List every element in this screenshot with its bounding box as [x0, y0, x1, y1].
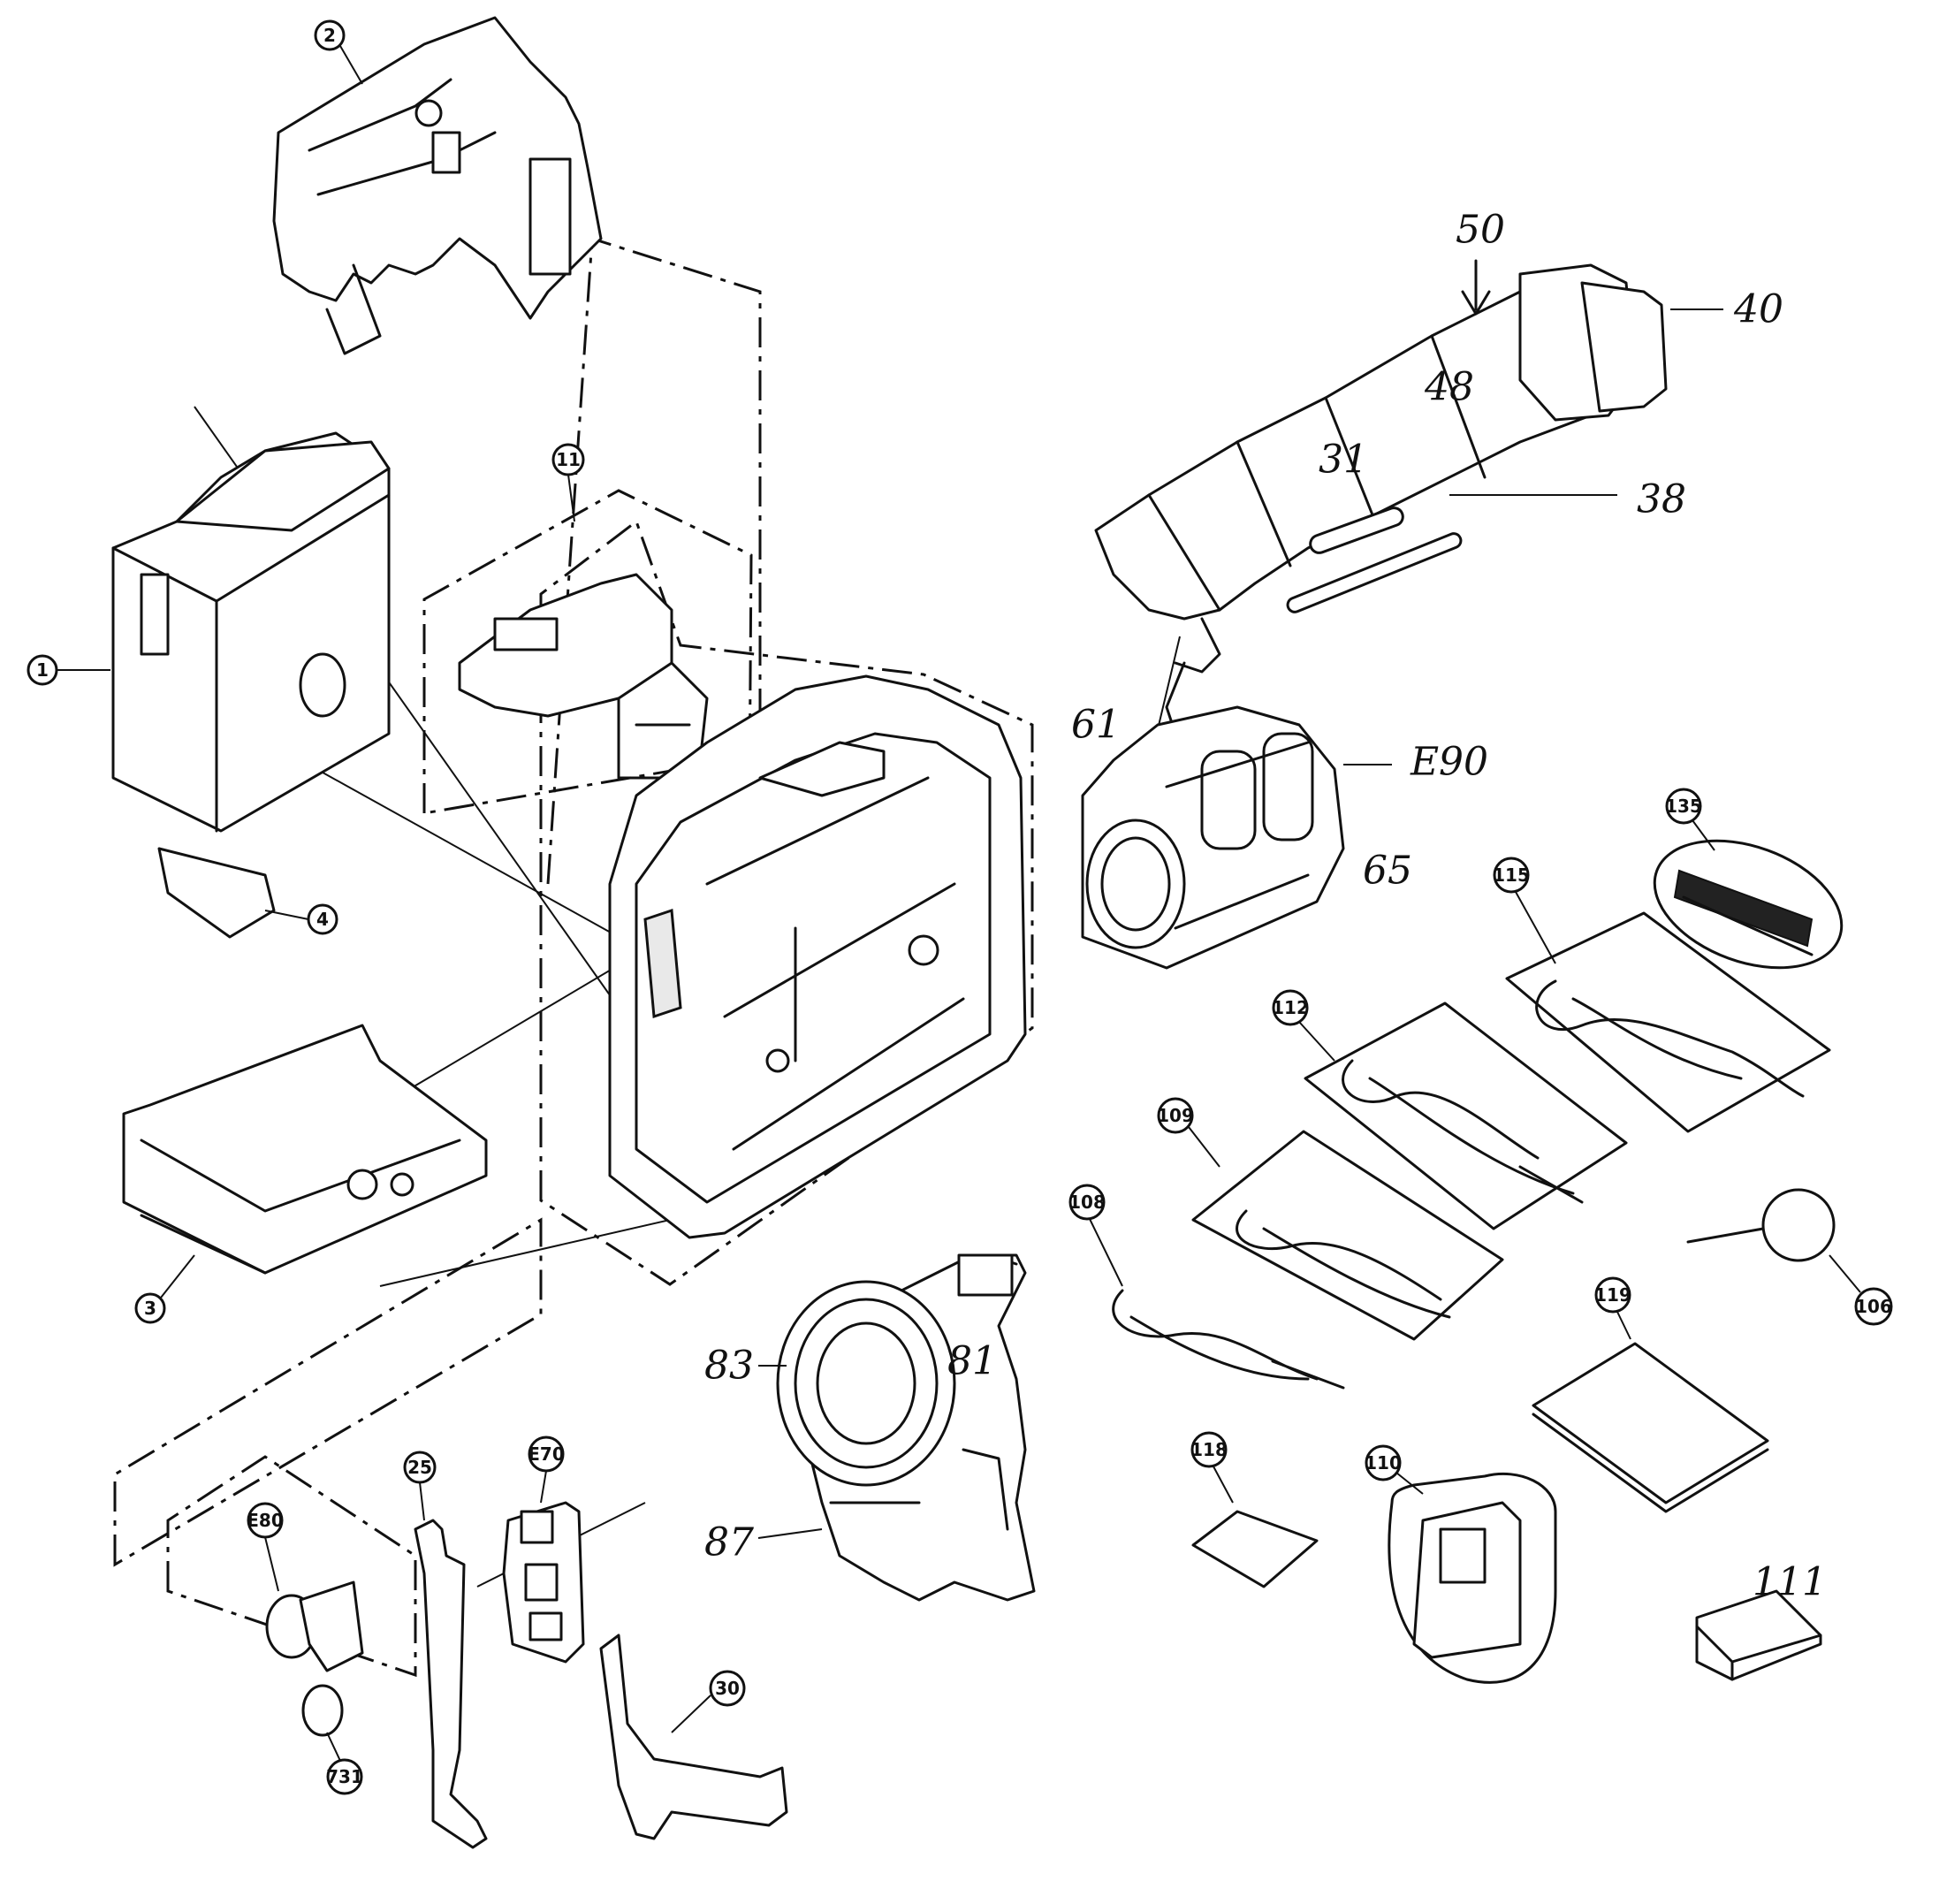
lens-barrel-housing	[776, 1253, 1036, 1602]
callout-106: 106	[1829, 1254, 1893, 1326]
callout-E80-label: E80	[247, 1510, 284, 1531]
callout-E80: E80	[247, 1502, 284, 1592]
part-E80-outline	[166, 1455, 417, 1678]
callout-109-label: 109	[1157, 1105, 1194, 1126]
callout-2-label: 2	[323, 25, 336, 46]
part-25-bracket	[414, 1519, 488, 1849]
part-119-manual	[1532, 1342, 1769, 1513]
callout-38: 38	[1449, 477, 1686, 522]
part-108-usb-cable	[1112, 1289, 1345, 1390]
callout-3: 3	[134, 1254, 195, 1324]
callout-108-label: 108	[1068, 1192, 1106, 1213]
guide-line-6	[1157, 636, 1181, 730]
lens-block	[1081, 705, 1345, 970]
callout-4: 4	[264, 903, 338, 935]
callout-30-label: 30	[715, 1678, 740, 1699]
callout-81-label: 81	[947, 1339, 997, 1384]
main-body-frame	[608, 674, 1027, 1239]
callout-112: 112	[1272, 989, 1335, 1062]
part-118-card	[1191, 1510, 1319, 1588]
callout-25: 25	[403, 1451, 437, 1521]
callout-83-label: 83	[704, 1344, 754, 1389]
callout-106-label: 106	[1855, 1296, 1892, 1317]
part-110-charger	[1388, 1472, 1557, 1684]
callout-108: 108	[1068, 1184, 1123, 1287]
callout-118-label: 118	[1190, 1439, 1228, 1460]
callout-31-label: 31	[1319, 438, 1368, 483]
part-109-power-cable	[1191, 1130, 1504, 1341]
callout-87: 87	[704, 1520, 823, 1565]
callout-E70-label: E70	[528, 1443, 565, 1465]
callout-50: 50	[1456, 208, 1505, 316]
callout-110: 110	[1365, 1444, 1424, 1495]
callout-40-label: 40	[1733, 287, 1783, 332]
callout-E90: E90	[1343, 740, 1488, 785]
callout-135: 135	[1665, 788, 1715, 851]
bottom-pcb-assembly-outline	[113, 1217, 543, 1567]
part-115-cable	[1505, 911, 1831, 1133]
top-cover-guide-line	[546, 236, 762, 885]
callout-4-label: 4	[316, 909, 329, 930]
callout-110-label: 110	[1365, 1452, 1402, 1474]
part-E70-board	[502, 1501, 585, 1664]
callout-119: 119	[1594, 1276, 1631, 1340]
callout-48-label: 48	[1424, 365, 1474, 410]
callout-11: 11	[551, 443, 585, 522]
callout-11-label: 11	[556, 449, 581, 470]
callout-112-label: 112	[1272, 997, 1309, 1018]
guide-line-3	[397, 954, 637, 1097]
callout-119-label: 119	[1594, 1284, 1631, 1306]
callout-1: 1	[27, 654, 110, 686]
callout-61-label: 61	[1071, 703, 1121, 748]
callout-87-label: 87	[704, 1520, 754, 1565]
callout-2: 2	[314, 19, 363, 85]
callout-115: 115	[1493, 857, 1556, 964]
callout-3-label: 3	[144, 1298, 156, 1319]
callout-E70: E70	[528, 1436, 565, 1504]
main-assembly-outline	[539, 519, 1034, 1286]
callout-25-label: 25	[407, 1457, 432, 1478]
part-1-side-case	[111, 431, 391, 939]
callout-38-label: 38	[1637, 477, 1686, 522]
callout-40: 40	[1670, 287, 1783, 332]
callout-111-label: 111	[1753, 1560, 1827, 1605]
callout-50-label: 50	[1456, 208, 1505, 253]
callout-65-label: 65	[1363, 849, 1412, 894]
guide-line-4	[379, 1215, 690, 1287]
callout-115-label: 115	[1493, 864, 1530, 886]
callout-118: 118	[1190, 1431, 1234, 1504]
callout-731-label: 731	[326, 1766, 363, 1787]
part-11-subassembly	[458, 573, 709, 780]
viewfinder-assembly	[1094, 263, 1668, 735]
callout-E90-label: E90	[1410, 740, 1488, 785]
callout-30: 30	[671, 1670, 746, 1733]
guide-line-2	[300, 759, 620, 938]
callout-109: 109	[1157, 1097, 1220, 1168]
callout-731: 731	[326, 1732, 363, 1795]
callout-1-label: 1	[36, 659, 49, 681]
part-3-bottom-plate	[122, 1024, 488, 1275]
part-111-battery	[1695, 1589, 1822, 1681]
part-30-flex-cable	[599, 1634, 788, 1840]
callout-135-label: 135	[1665, 796, 1702, 817]
callout-83: 83	[704, 1344, 787, 1389]
part-112-av-cable	[1304, 1002, 1628, 1230]
part-2-top-cover	[272, 16, 603, 355]
part-135-strap	[1653, 839, 1844, 970]
part-E80-motor	[265, 1580, 364, 1737]
part-106-lens-cap	[1686, 1188, 1836, 1262]
